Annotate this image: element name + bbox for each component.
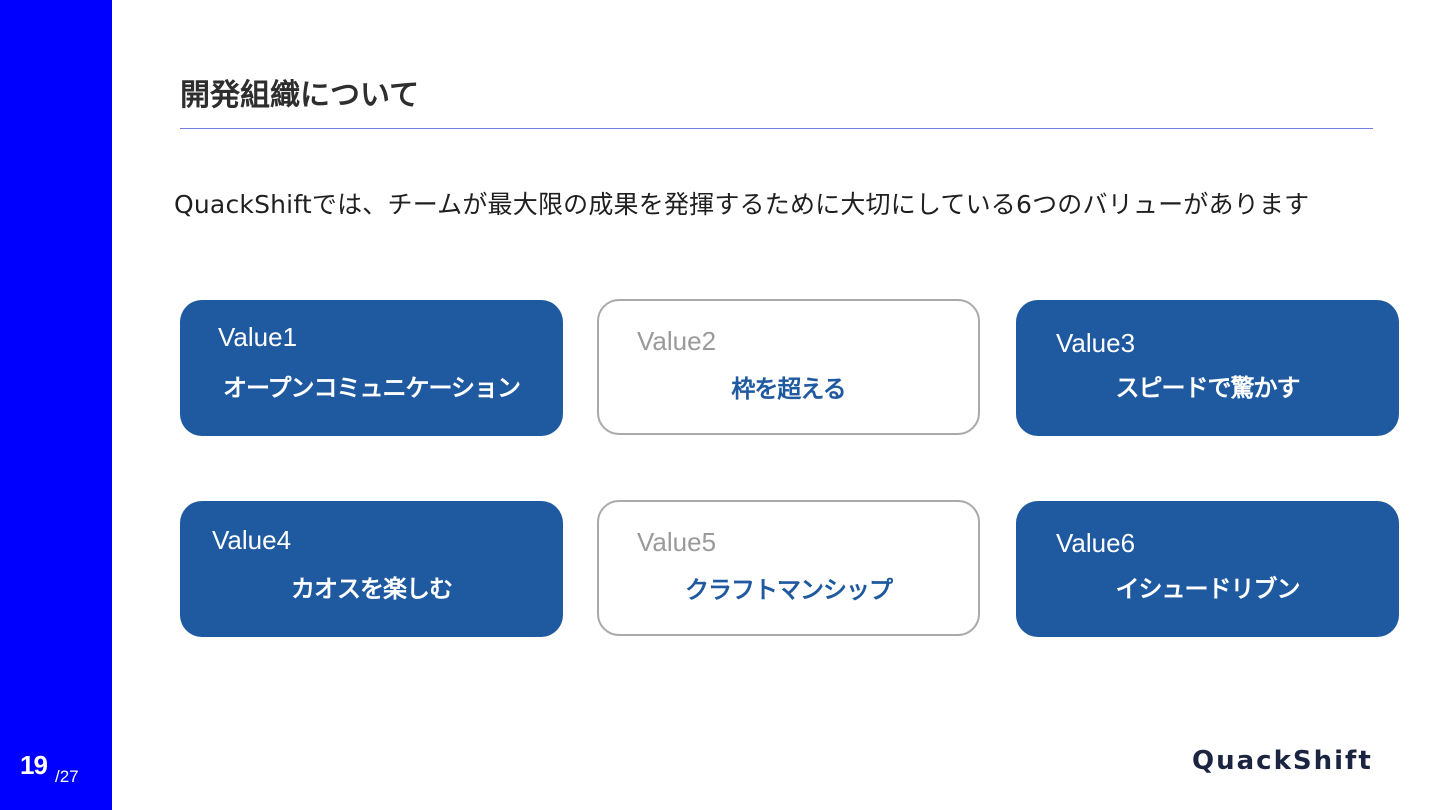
value-card-label: Value3	[1056, 328, 1136, 358]
value-card-name: カオスを楽しむ	[291, 575, 453, 603]
page-title: 開発組織について	[180, 78, 420, 113]
value-card-name: クラフトマンシップ	[685, 576, 893, 604]
value-card-1: Value1 オープンコミュニケーション	[180, 300, 563, 436]
lead-text: QuackShiftでは、チームが最大限の成果を発揮するために大切にしている6つ…	[174, 190, 1310, 219]
value-card-5: Value5 クラフトマンシップ	[597, 500, 980, 636]
value-card-label: Value2	[637, 326, 717, 356]
value-card-6: Value6 イシュードリブン	[1016, 501, 1399, 637]
value-card-label: Value1	[218, 322, 298, 352]
value-card-name: 枠を超える	[731, 375, 846, 403]
page-number-current: 19	[20, 750, 48, 780]
page-number-total: /27	[55, 767, 79, 786]
value-card-name: オープンコミュニケーション	[222, 374, 521, 402]
quackshift-logo: QuackShift	[1192, 746, 1373, 776]
value-card-label: Value5	[637, 527, 717, 557]
value-card-name: イシュードリブン	[1115, 575, 1301, 603]
value-card-name: スピードで驚かす	[1115, 374, 1301, 402]
value-card-3: Value3 スピードで驚かす	[1016, 300, 1399, 436]
value-card-2: Value2 枠を超える	[597, 299, 980, 435]
left-sidebar-bar: 19 /27	[0, 0, 112, 810]
value-card-label: Value6	[1056, 528, 1136, 558]
value-card-label: Value4	[212, 525, 292, 555]
title-divider	[180, 128, 1373, 129]
value-card-4: Value4 カオスを楽しむ	[180, 501, 563, 637]
